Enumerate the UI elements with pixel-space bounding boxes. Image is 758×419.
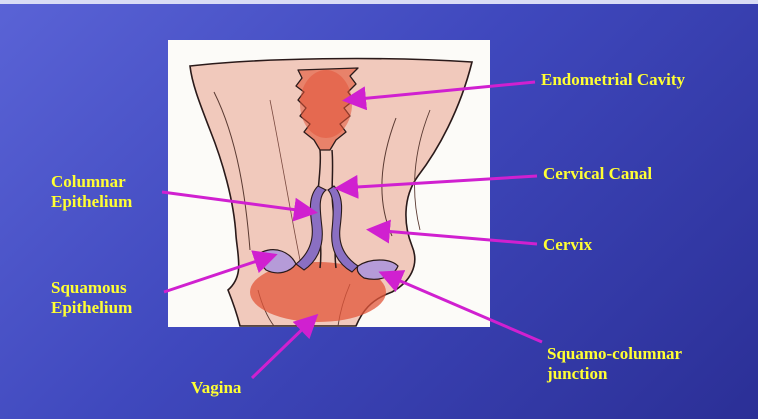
label-vagina: Vagina: [191, 378, 241, 398]
label-columnar-epithelium: Columnar Epithelium: [51, 172, 132, 212]
label-line: Squamous: [51, 278, 132, 298]
label-line: Columnar: [51, 172, 132, 192]
label-squamous-epithelium: Squamous Epithelium: [51, 278, 132, 318]
label-squamo-columnar-junction: Squamo-columnar junction: [547, 344, 682, 384]
label-endometrial-cavity: Endometrial Cavity: [541, 70, 685, 90]
label-line: Epithelium: [51, 192, 132, 212]
label-line: Squamo-columnar: [547, 344, 682, 364]
label-line: Epithelium: [51, 298, 132, 318]
label-cervix: Cervix: [543, 235, 592, 255]
label-cervical-canal: Cervical Canal: [543, 164, 652, 184]
label-line: junction: [547, 364, 682, 384]
endometrial-shading: [300, 70, 352, 138]
